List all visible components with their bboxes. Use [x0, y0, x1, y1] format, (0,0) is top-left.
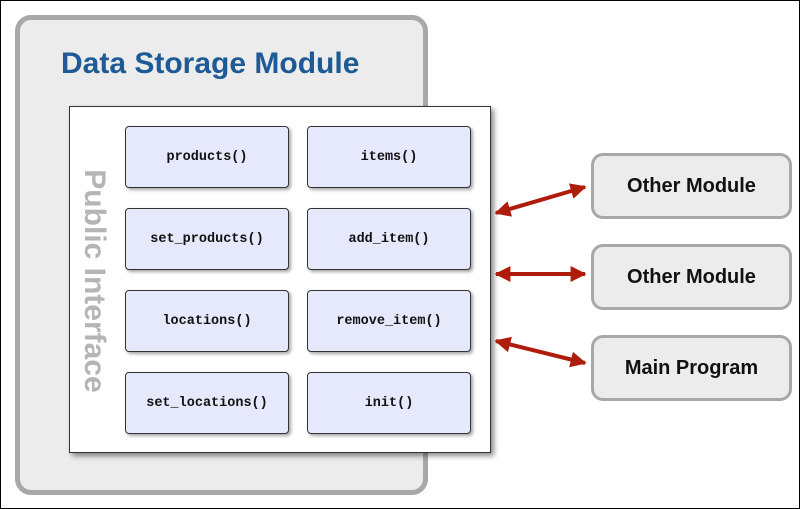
other-module-box-2: Other Module: [591, 244, 792, 310]
function-set-locations: set_locations(): [125, 372, 289, 434]
module-title: Data Storage Module: [61, 47, 360, 80]
function-products: products(): [125, 126, 289, 188]
function-remove-item: remove_item(): [307, 290, 471, 352]
other-module-box-1: Other Module: [591, 153, 792, 219]
function-add-item: add_item(): [307, 208, 471, 270]
main-program-box: Main Program: [591, 335, 792, 401]
function-locations: locations(): [125, 290, 289, 352]
function-init: init(): [307, 372, 471, 434]
function-items: items(): [307, 126, 471, 188]
arrow-interface-to-other-module-1: [494, 183, 587, 217]
function-set-products: set_products(): [125, 208, 289, 270]
arrow-interface-to-main-program: [494, 336, 587, 368]
